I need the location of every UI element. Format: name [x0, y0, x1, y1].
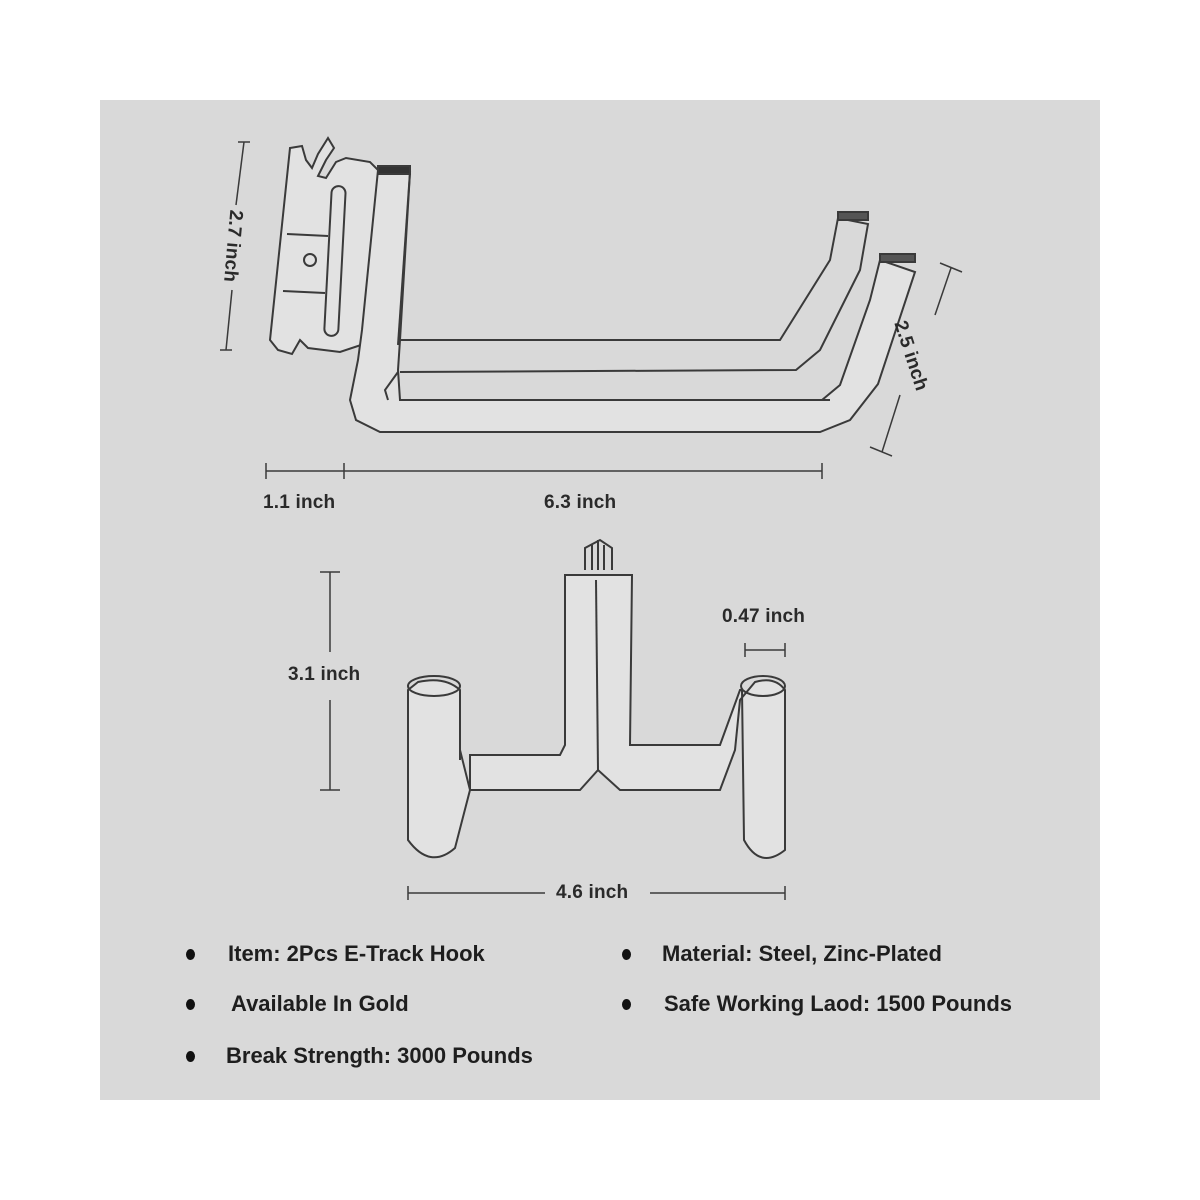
- side-view-hook: [268, 136, 917, 433]
- spec-working-load: Safe Working Laod: 1500 Pounds: [664, 991, 1012, 1016]
- dimension-plate-width: 1.1 inch: [263, 492, 336, 513]
- dimension-front-height: 3.1 inch: [288, 664, 361, 685]
- dimension-front-width: 4.6 inch: [556, 882, 629, 903]
- bullet-icon: [622, 999, 631, 1010]
- bullet-icon: [186, 949, 195, 960]
- dimension-arm-length: 6.3 inch: [544, 492, 617, 513]
- spec-item: Item: 2Pcs E-Track Hook: [228, 941, 485, 966]
- dimension-tube-diameter: 0.47 inch: [722, 606, 806, 627]
- spec-material: Material: Steel, Zinc-Plated: [662, 941, 942, 966]
- front-view-hook: [407, 538, 786, 859]
- spec-break-strength: Break Strength: 3000 Pounds: [226, 1043, 533, 1068]
- bullet-icon: [186, 999, 195, 1010]
- bullet-icon: [186, 1051, 195, 1062]
- bullet-icon: [622, 949, 631, 960]
- dimension-lines-top: [220, 141, 963, 479]
- dimension-lines-front: [320, 571, 786, 900]
- spec-color: Available In Gold: [231, 991, 409, 1016]
